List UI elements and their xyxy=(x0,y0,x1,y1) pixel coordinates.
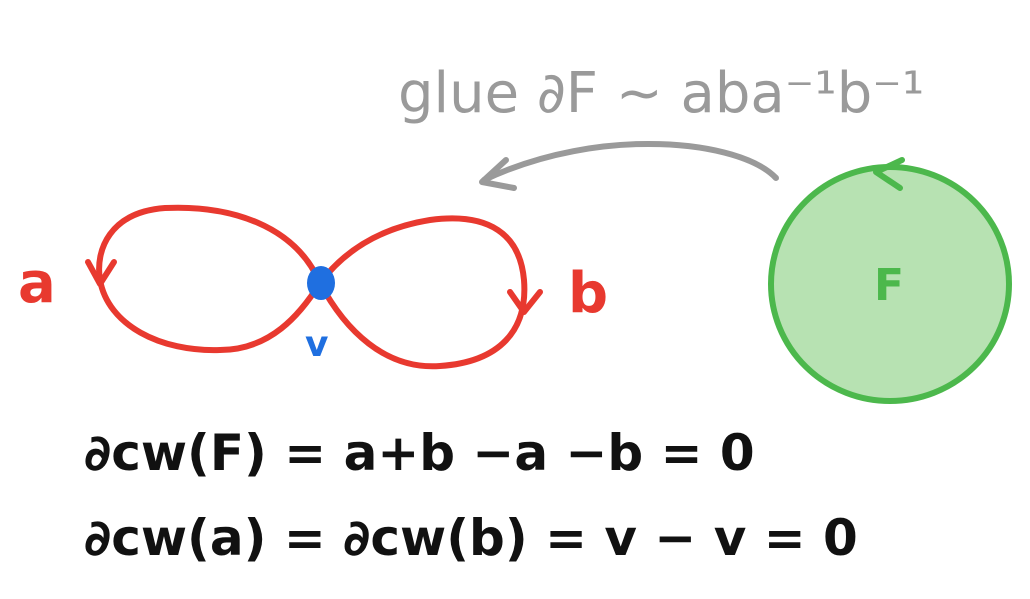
label-f: F xyxy=(874,260,904,311)
glue-annotation: glue ∂F ~ aba⁻¹b⁻¹ xyxy=(398,61,924,126)
glue-arrow-head xyxy=(479,157,517,191)
face-f-arrow xyxy=(873,157,905,191)
vertex-v-dot xyxy=(307,266,335,300)
label-b: b xyxy=(568,261,608,326)
label-a: a xyxy=(18,251,56,316)
loop-a xyxy=(96,204,323,354)
loop-b xyxy=(317,215,528,370)
glue-arrow xyxy=(481,141,779,183)
equation-line-2: ∂cw(a) = ∂cw(b) = v − v = 0 xyxy=(84,509,858,567)
loop-b-arrow xyxy=(507,289,543,315)
label-v: v xyxy=(305,324,328,365)
equation-line-1: ∂cw(F) = a+b −a −b = 0 xyxy=(84,424,755,482)
loop-a-arrow xyxy=(85,259,117,287)
